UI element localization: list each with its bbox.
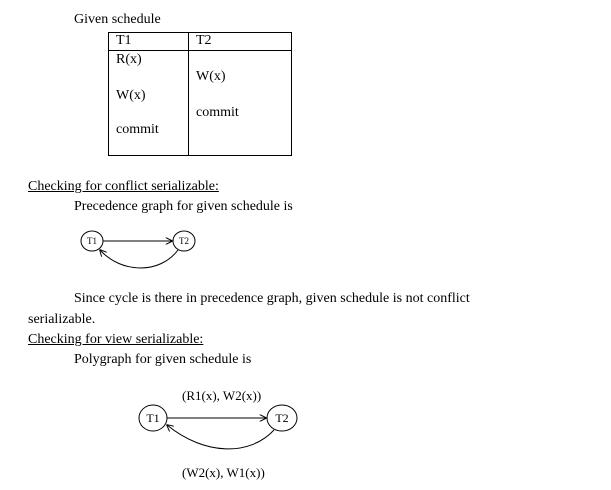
conflict-conclusion-line1: Since cycle is there in precedence graph… [74, 291, 470, 306]
table-header-divider [109, 50, 291, 51]
precedence-edge-t2-t1 [100, 250, 179, 269]
polygraph-bottom-edge-label: (W2(x), W1(x)) [182, 465, 265, 480]
precedence-graph: T1 T2 [80, 230, 196, 269]
polygraph-top-edge-label: (R1(x), W2(x)) [182, 388, 261, 403]
conflict-conclusion-line2: serializable. [28, 312, 96, 327]
table-header-t1: T1 [116, 33, 132, 48]
schedule-heading: Given schedule [74, 12, 161, 27]
polygraph: (R1(x), W2(x)) T1 T2 (W2(x), W1(x)) [138, 388, 298, 480]
conflict-intro: Precedence graph for given schedule is [74, 199, 293, 214]
t2-op-write: W(x) [196, 69, 226, 84]
t1-op-write: W(x) [116, 88, 146, 103]
table-column-divider [188, 33, 189, 155]
schedule-table: T1 T2 R(x) W(x) commit W(x) commit [108, 32, 292, 156]
view-heading: Checking for view serializable: [28, 332, 204, 347]
precedence-node-t2 [172, 230, 196, 252]
polygraph-node-t2-label: T2 [275, 411, 288, 425]
t1-op-read: R(x) [116, 52, 142, 67]
precedence-node-t2-label: T2 [179, 236, 189, 246]
t1-op-commit: commit [116, 122, 159, 137]
polygraph-edge-t2-t1 [167, 425, 275, 450]
polygraph-node-t1-label: T1 [146, 411, 159, 425]
precedence-node-t1-label: T1 [87, 236, 97, 246]
t2-op-commit: commit [196, 105, 239, 120]
view-intro: Polygraph for given schedule is [74, 352, 252, 367]
table-header-t2: T2 [196, 33, 212, 48]
conflict-heading: Checking for conflict serializable: [28, 179, 219, 194]
polygraph-node-t2 [266, 404, 298, 432]
